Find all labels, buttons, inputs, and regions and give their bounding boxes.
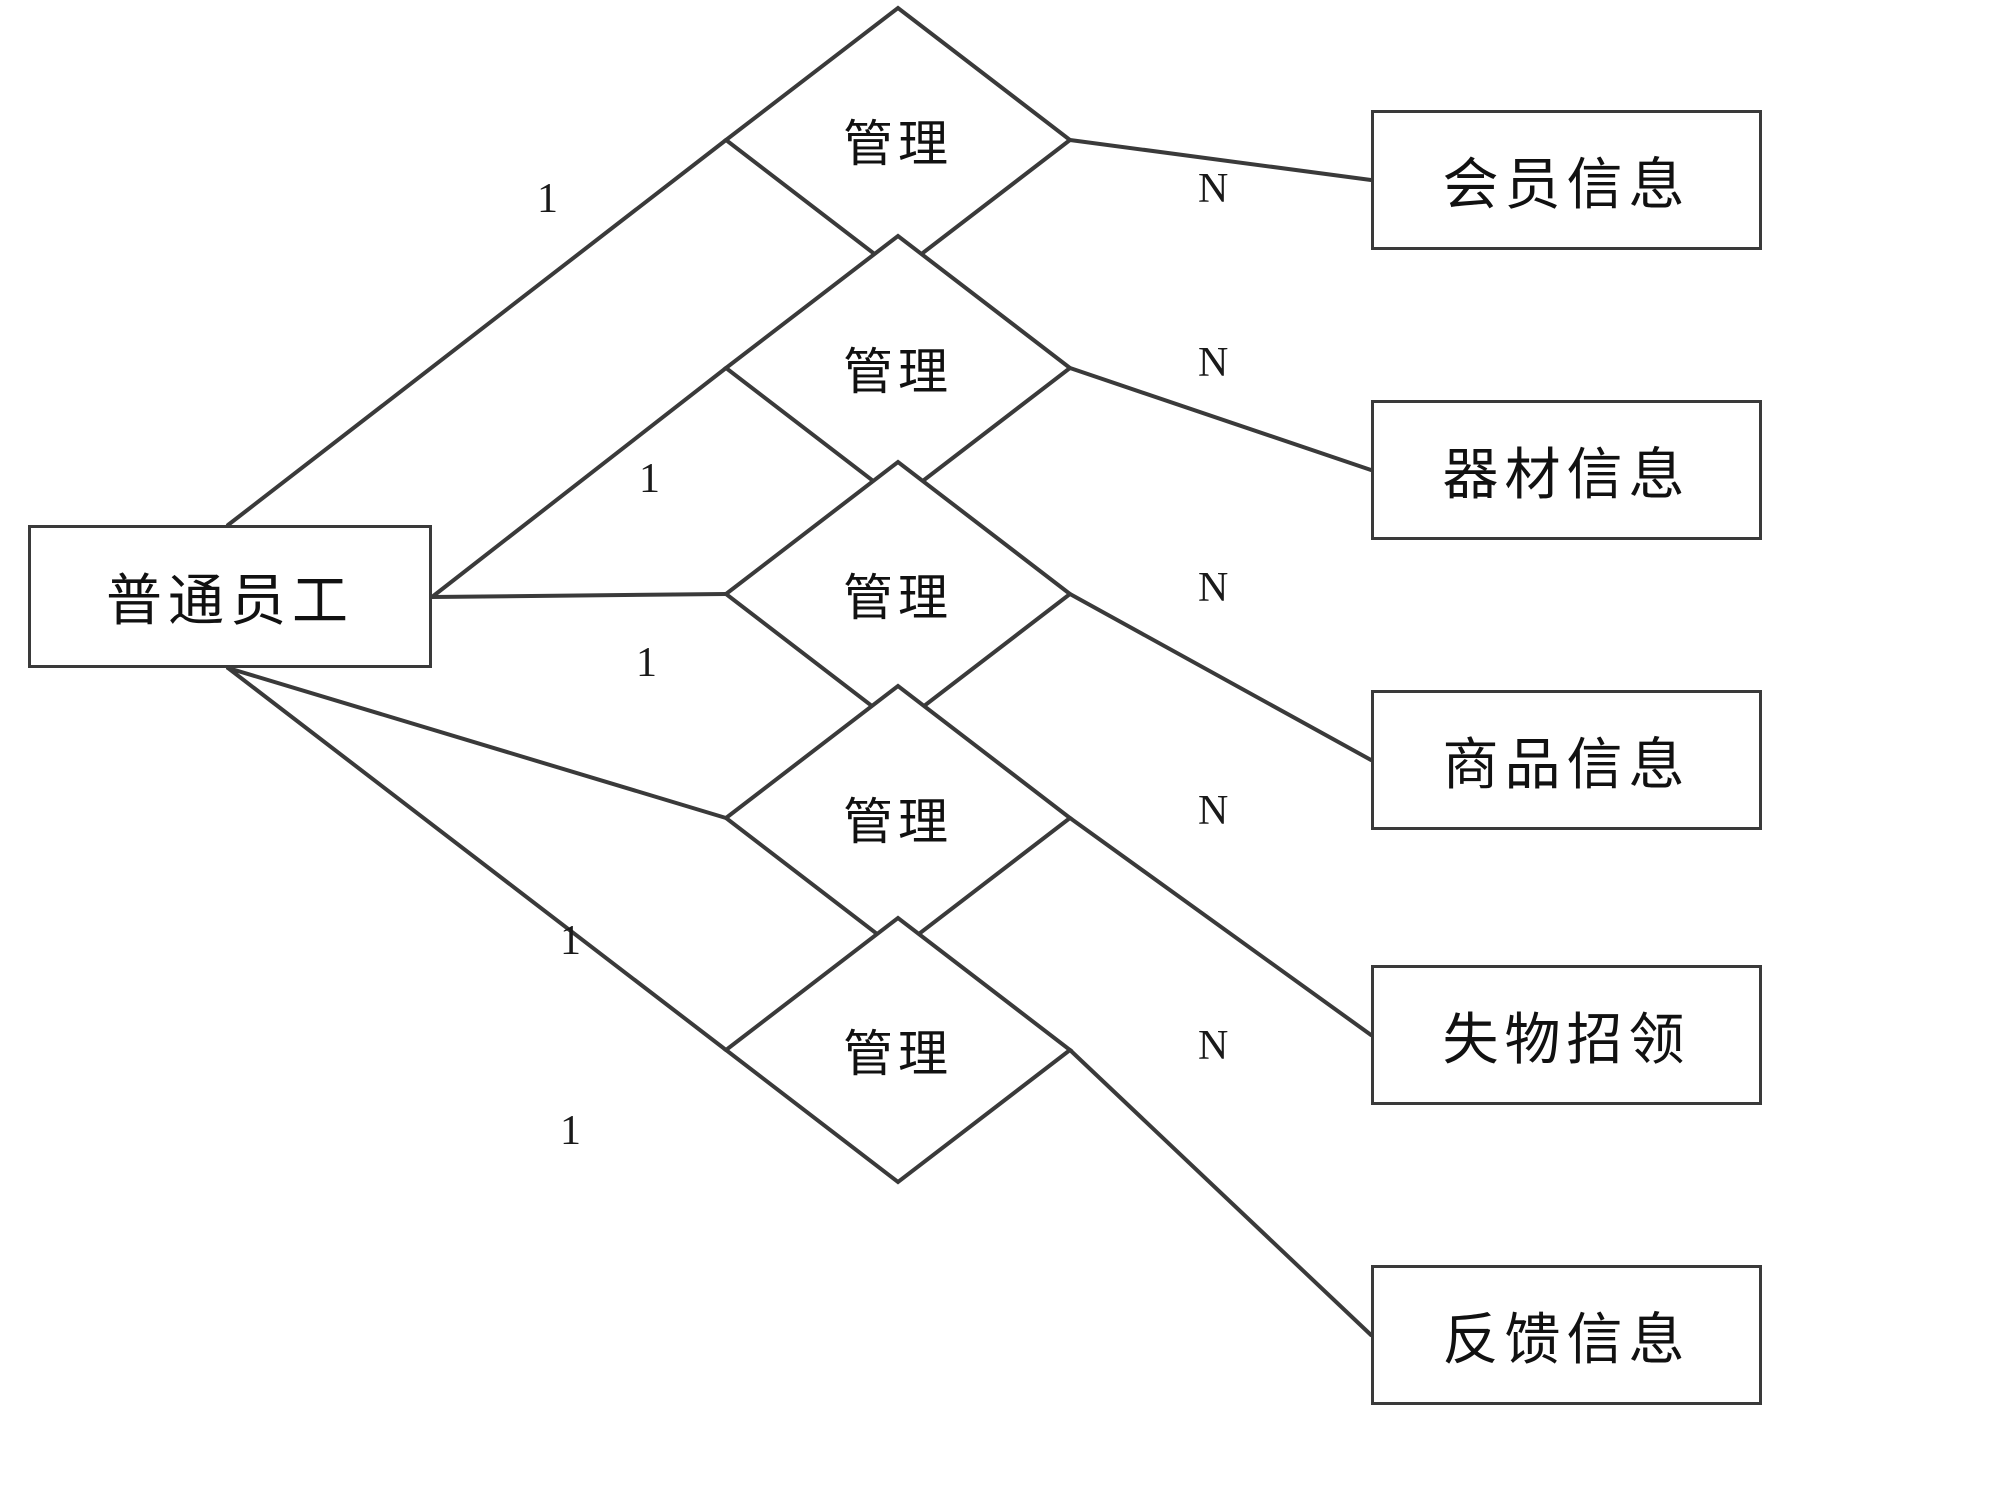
connector-rel-4-to-entity-4 (1068, 816, 1373, 1037)
relationship-diamond-5[interactable]: 管理 (726, 918, 1070, 1182)
relationship-label-5: 管理 (843, 1026, 953, 1082)
cardinality-label-right-1: N (1198, 166, 1229, 212)
relationship-diamond-2[interactable]: 管理 (726, 236, 1070, 500)
cardinality-label-right-4: N (1198, 788, 1229, 834)
entity-product-info[interactable]: 商品信息 (1371, 690, 1762, 830)
diamond-shape-1 (722, 5, 1074, 275)
connector-employee-to-rel-2 (430, 366, 728, 599)
entity-main-employee-label: 普通员工 (106, 571, 354, 633)
cardinality-label-left-1: 1 (537, 176, 558, 222)
cardinality-label-right-2: N (1198, 340, 1229, 386)
entity-member-info[interactable]: 会员信息 (1371, 110, 1762, 250)
diamond-shape-2 (722, 233, 1074, 503)
connector-employee-to-rel-5 (226, 666, 728, 1052)
connector-rel-1-to-entity-1 (1068, 138, 1373, 182)
connector-employee-to-rel-1 (226, 138, 728, 527)
diamond-shape-3 (722, 459, 1074, 729)
entity-equipment-info[interactable]: 器材信息 (1371, 400, 1762, 540)
cardinality-label-right-3: N (1198, 565, 1229, 611)
entity-main-employee[interactable]: 普通员工 (28, 525, 432, 668)
diamond-shape-5 (722, 915, 1074, 1185)
cardinality-label-left-3: 1 (636, 640, 657, 686)
relationship-label-4: 管理 (843, 794, 953, 850)
entity-product-info-label: 商品信息 (1442, 734, 1691, 797)
relationship-diamond-1[interactable]: 管理 (726, 8, 1070, 272)
relationship-label-3: 管理 (843, 570, 953, 626)
relationship-label-2: 管理 (843, 344, 953, 400)
connector-rel-2-to-entity-2 (1068, 366, 1373, 472)
entity-feedback-info-label: 反馈信息 (1442, 1309, 1691, 1372)
entity-equipment-info-label: 器材信息 (1442, 444, 1691, 507)
cardinality-label-left-5: 1 (560, 1108, 581, 1154)
cardinality-label-right-5: N (1198, 1023, 1229, 1069)
connector-employee-to-rel-4 (226, 666, 728, 820)
relationship-diamond-4[interactable]: 管理 (726, 686, 1070, 950)
connector-employee-to-rel-3 (430, 592, 728, 599)
connector-rel-5-to-entity-5 (1068, 1048, 1373, 1337)
cardinality-label-left-4: 1 (560, 918, 581, 964)
cardinality-label-left-2: 1 (639, 456, 660, 502)
entity-member-info-label: 会员信息 (1442, 154, 1691, 217)
diamond-shape-4 (722, 683, 1074, 953)
entity-lost-and-found-label: 失物招领 (1442, 1009, 1691, 1072)
entity-feedback-info[interactable]: 反馈信息 (1371, 1265, 1762, 1405)
relationship-label-1: 管理 (843, 116, 953, 172)
entity-lost-and-found[interactable]: 失物招领 (1371, 965, 1762, 1105)
connector-rel-3-to-entity-3 (1068, 592, 1373, 762)
